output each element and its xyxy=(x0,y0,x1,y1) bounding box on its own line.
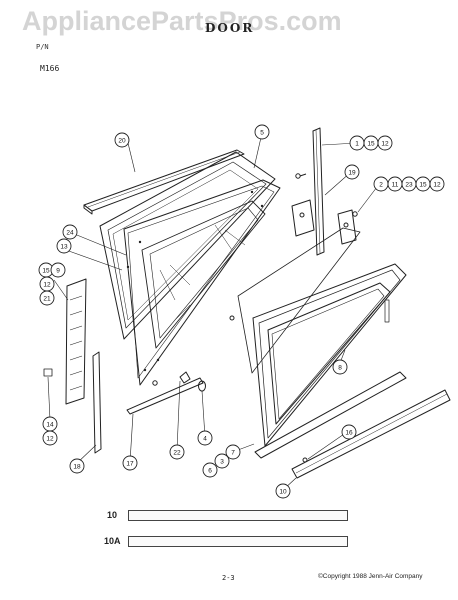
part-screws-top xyxy=(295,173,358,217)
svg-text:5: 5 xyxy=(260,130,264,137)
part-side-strip xyxy=(92,351,102,454)
svg-text:23: 23 xyxy=(405,182,413,189)
callout-11: 11 xyxy=(387,176,403,192)
svg-text:6: 6 xyxy=(208,468,212,475)
kit-label-10a: 10A xyxy=(104,536,121,546)
svg-text:9: 9 xyxy=(56,268,60,275)
callout-10: 10 xyxy=(275,483,291,499)
part-outer-door-frame xyxy=(252,263,407,447)
svg-text:21: 21 xyxy=(43,296,51,303)
svg-text:10: 10 xyxy=(279,489,287,496)
callout-18: 18 xyxy=(69,458,85,474)
callout-15-b: 15 xyxy=(415,176,431,192)
callout-6: 6 xyxy=(202,462,218,478)
svg-text:15: 15 xyxy=(419,182,427,189)
callout-19: 19 xyxy=(344,164,360,180)
part-vertical-channel xyxy=(312,127,325,256)
watermark: AppliancePartsPros.com xyxy=(22,6,342,36)
callout-12-c: 12 xyxy=(39,276,55,292)
svg-text:8: 8 xyxy=(338,365,342,372)
model-code: M166 xyxy=(40,64,60,73)
callout-2: 2 xyxy=(373,176,389,192)
callout-markers: 20 5 1 15 12 19 2 11 23 15 12 24 13 15 9… xyxy=(38,124,445,499)
callout-9: 9 xyxy=(50,262,66,278)
callout-14: 14 xyxy=(42,416,58,432)
part-insulation-panel xyxy=(237,227,361,374)
part-bottom-trim xyxy=(126,377,204,415)
svg-text:16: 16 xyxy=(345,430,353,437)
svg-text:3: 3 xyxy=(220,459,224,466)
callout-15-a: 15 xyxy=(363,135,379,151)
page-number: 2-3 xyxy=(222,574,235,582)
callout-17: 17 xyxy=(122,455,138,471)
part-hinge-bracket-right xyxy=(337,209,357,245)
header-info: P/N xyxy=(36,25,49,52)
callout-4: 4 xyxy=(197,430,213,446)
svg-text:20: 20 xyxy=(118,138,126,145)
callout-20: 20 xyxy=(114,132,130,148)
copyright-notice: ©Copyright 1988 Jenn-Air Company xyxy=(318,573,423,580)
svg-text:18: 18 xyxy=(73,464,81,471)
svg-text:17: 17 xyxy=(126,461,134,468)
svg-text:15: 15 xyxy=(367,141,375,148)
callout-13: 13 xyxy=(56,238,72,254)
part-kickplate xyxy=(291,389,451,479)
part-inner-liner xyxy=(99,151,276,340)
callout-22: 22 xyxy=(169,444,185,460)
callout-7: 7 xyxy=(225,444,241,460)
part-inner-door-panel xyxy=(123,179,281,386)
part-small-hardware xyxy=(43,315,308,463)
svg-text:1: 1 xyxy=(355,141,359,148)
leader-lines xyxy=(47,132,381,491)
svg-text:12: 12 xyxy=(43,282,51,289)
callout-1: 1 xyxy=(349,135,365,151)
svg-text:15: 15 xyxy=(42,268,50,275)
svg-text:11: 11 xyxy=(392,182,399,189)
callout-3: 3 xyxy=(214,453,230,469)
svg-text:13: 13 xyxy=(60,244,68,251)
kit-bar-10a xyxy=(128,536,348,547)
callout-12-d: 12 xyxy=(42,430,58,446)
part-frame-bottom xyxy=(254,371,407,459)
svg-text:12: 12 xyxy=(381,141,389,148)
callout-8: 8 xyxy=(332,359,348,375)
kit-label-10: 10 xyxy=(107,510,118,520)
part-top-trim xyxy=(83,149,245,215)
callout-5: 5 xyxy=(254,124,270,140)
callout-23: 23 xyxy=(401,176,417,192)
svg-text:4: 4 xyxy=(203,436,207,443)
svg-text:12: 12 xyxy=(433,182,441,189)
callout-24: 24 xyxy=(62,224,78,240)
header-line-3: P/N xyxy=(36,43,49,51)
svg-text:22: 22 xyxy=(173,450,181,457)
section-title: DOOR xyxy=(205,21,255,35)
callout-21: 21 xyxy=(39,290,55,306)
svg-text:2: 2 xyxy=(379,182,383,189)
part-hinge-bracket-left xyxy=(291,199,315,237)
callout-16: 16 xyxy=(341,424,357,440)
svg-text:14: 14 xyxy=(46,422,54,429)
callout-12-b: 12 xyxy=(429,176,445,192)
svg-text:19: 19 xyxy=(348,170,356,177)
svg-text:24: 24 xyxy=(66,230,74,237)
svg-text:12: 12 xyxy=(46,436,54,443)
kit-bar-10 xyxy=(128,510,348,521)
callout-12-a: 12 xyxy=(377,135,393,151)
part-hinge-strip xyxy=(65,278,87,405)
svg-text:7: 7 xyxy=(231,450,235,457)
